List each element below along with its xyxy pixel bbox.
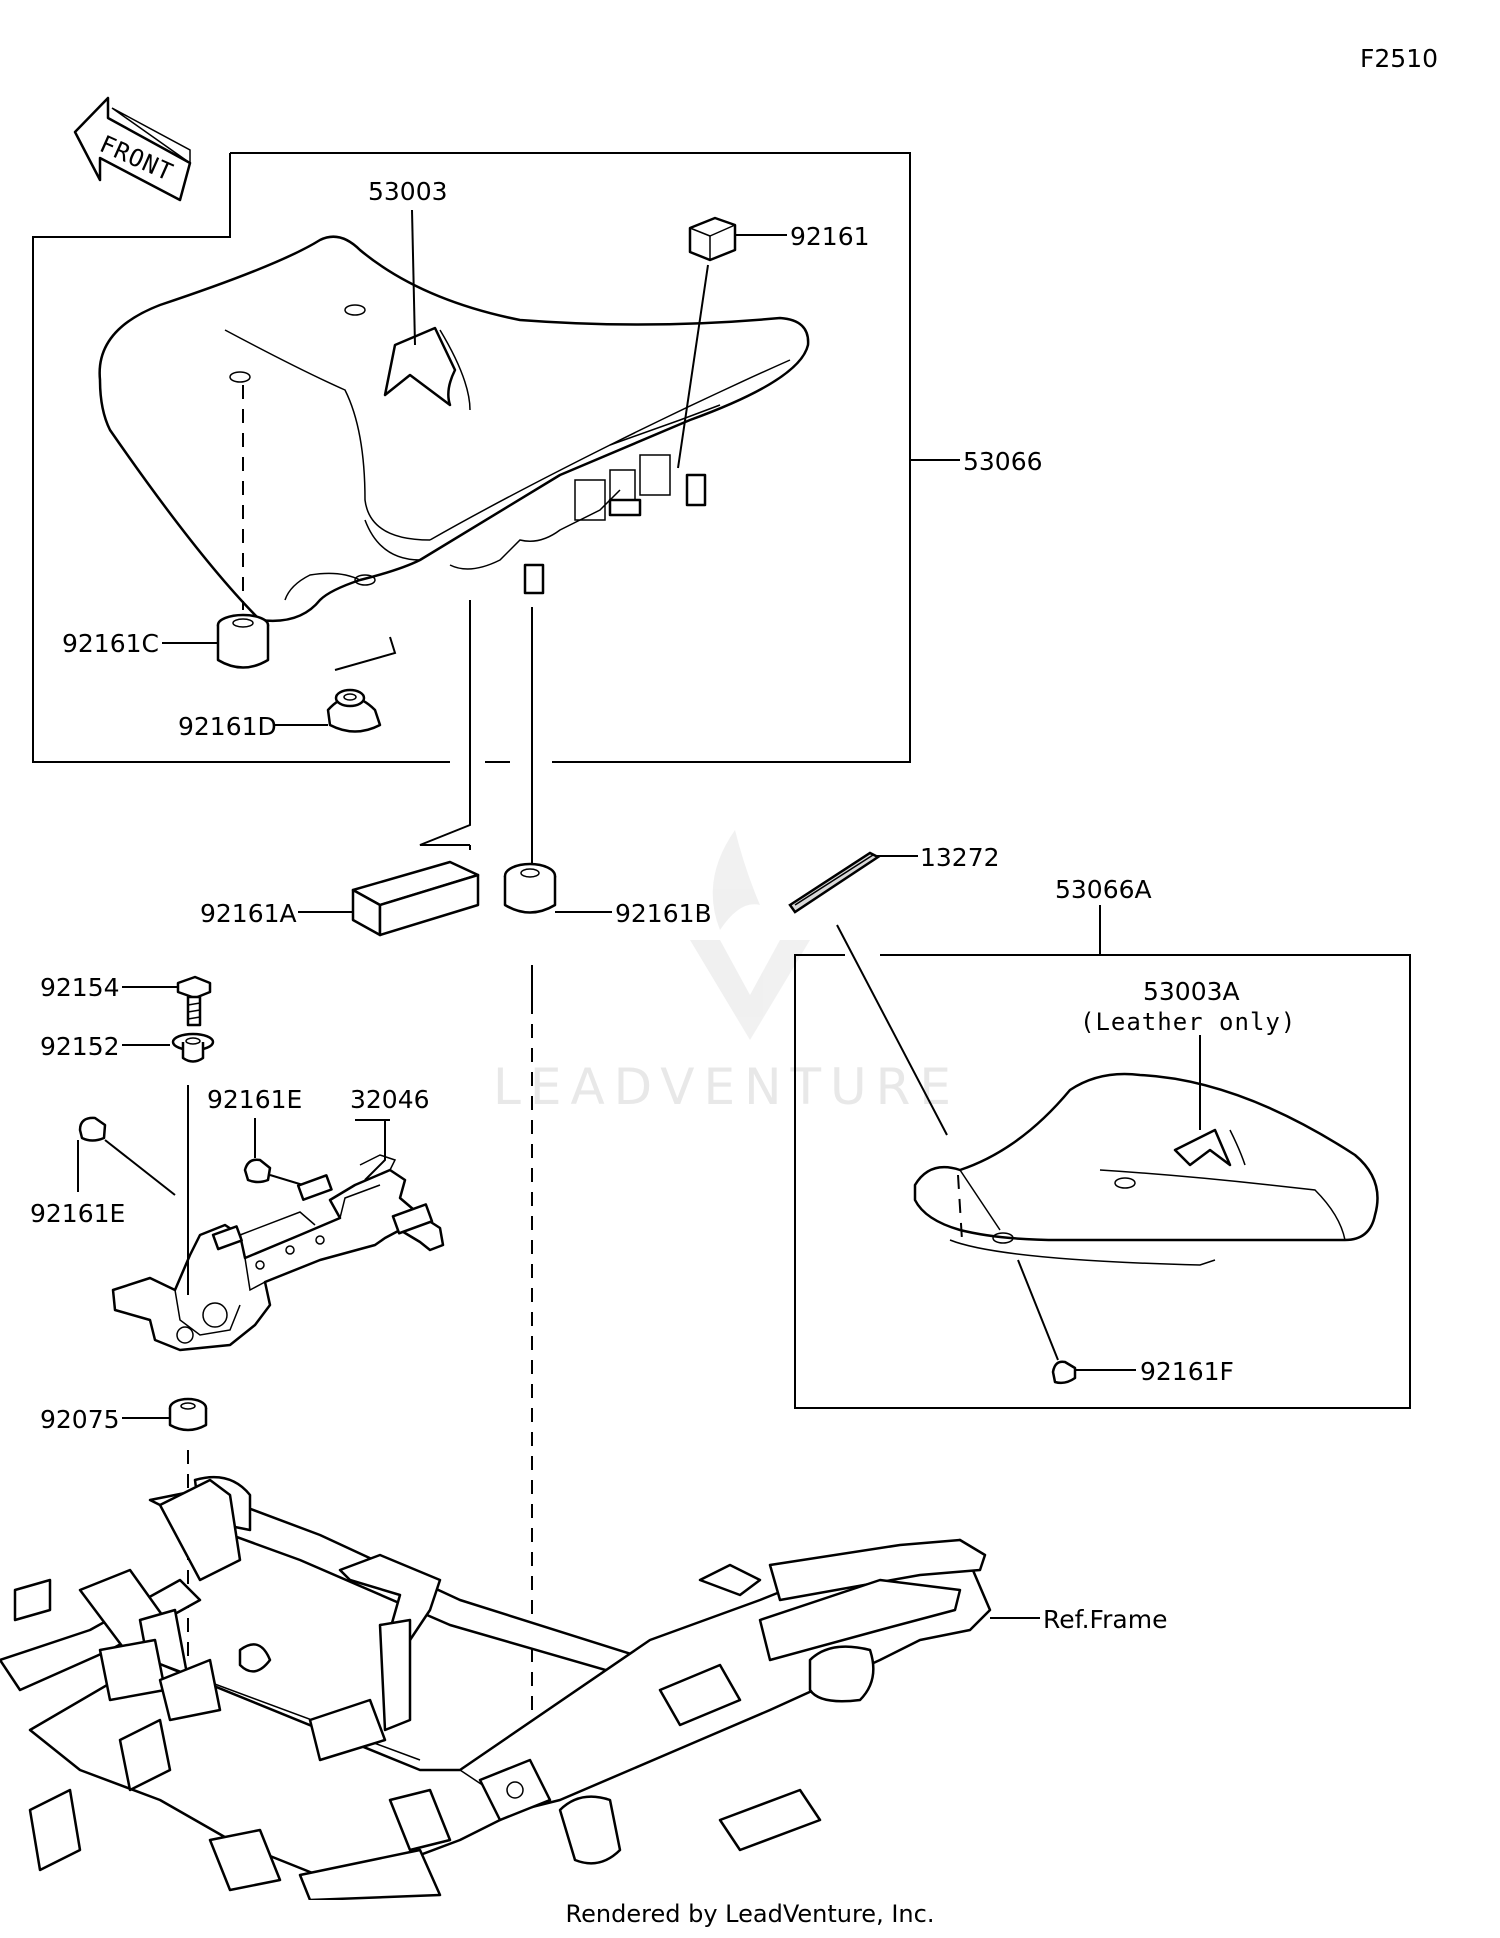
callout-92075: 92075 bbox=[40, 1405, 120, 1434]
callout-92161E-left: 92161E bbox=[30, 1199, 125, 1228]
seat-bracket-32046 bbox=[111, 1154, 445, 1352]
callout-53003A: 53003A bbox=[1143, 977, 1240, 1006]
rear-seat bbox=[913, 1072, 1379, 1266]
callout-92161C: 92161C bbox=[62, 629, 159, 658]
callout-92154: 92154 bbox=[40, 973, 120, 1002]
callout-ref-frame: Ref.Frame bbox=[1043, 1605, 1167, 1634]
callout-92152: 92152 bbox=[40, 1032, 120, 1061]
damper-92161D bbox=[326, 688, 382, 733]
pad-92161A bbox=[351, 860, 480, 937]
callout-92161B: 92161B bbox=[615, 899, 712, 928]
figure-code: F2510 bbox=[1360, 44, 1439, 73]
callout-92161E-right: 92161E bbox=[207, 1085, 302, 1114]
bolt-92154 bbox=[176, 975, 212, 1027]
credit-text: Rendered by LeadVenture, Inc. bbox=[565, 1900, 935, 1928]
main-seat bbox=[98, 235, 810, 622]
damper-92161 bbox=[688, 216, 737, 262]
callout-53003A-note: (Leather only) bbox=[1080, 1008, 1296, 1036]
damper-92161C bbox=[216, 613, 270, 669]
damper-92161F bbox=[1051, 1360, 1077, 1385]
callout-53066A: 53066A bbox=[1055, 875, 1152, 904]
assembly-box-53066A bbox=[794, 954, 1411, 1409]
callout-92161F: 92161F bbox=[1140, 1357, 1234, 1386]
grommet-92075 bbox=[168, 1397, 208, 1432]
callout-32046: 32046 bbox=[350, 1085, 430, 1114]
callout-92161D: 92161D bbox=[178, 712, 277, 741]
callout-53066: 53066 bbox=[963, 447, 1043, 476]
watermark-text: LEADVENTURE bbox=[493, 1058, 960, 1116]
band-13272 bbox=[788, 851, 881, 914]
leadventure-watermark-logo bbox=[690, 830, 810, 1040]
callout-13272: 13272 bbox=[920, 843, 1000, 872]
damper-92161E-right bbox=[243, 1158, 272, 1184]
front-direction-arrow: FRONT bbox=[73, 96, 192, 202]
damper-92161E-left bbox=[78, 1116, 107, 1142]
collar-92152 bbox=[171, 1032, 215, 1063]
motorcycle-frame bbox=[0, 1475, 992, 1900]
callout-53003: 53003 bbox=[368, 177, 448, 206]
assembly-box-53066 bbox=[230, 152, 911, 763]
callout-92161: 92161 bbox=[790, 222, 870, 251]
callout-92161A: 92161A bbox=[200, 899, 297, 928]
damper-92161B bbox=[503, 862, 557, 914]
